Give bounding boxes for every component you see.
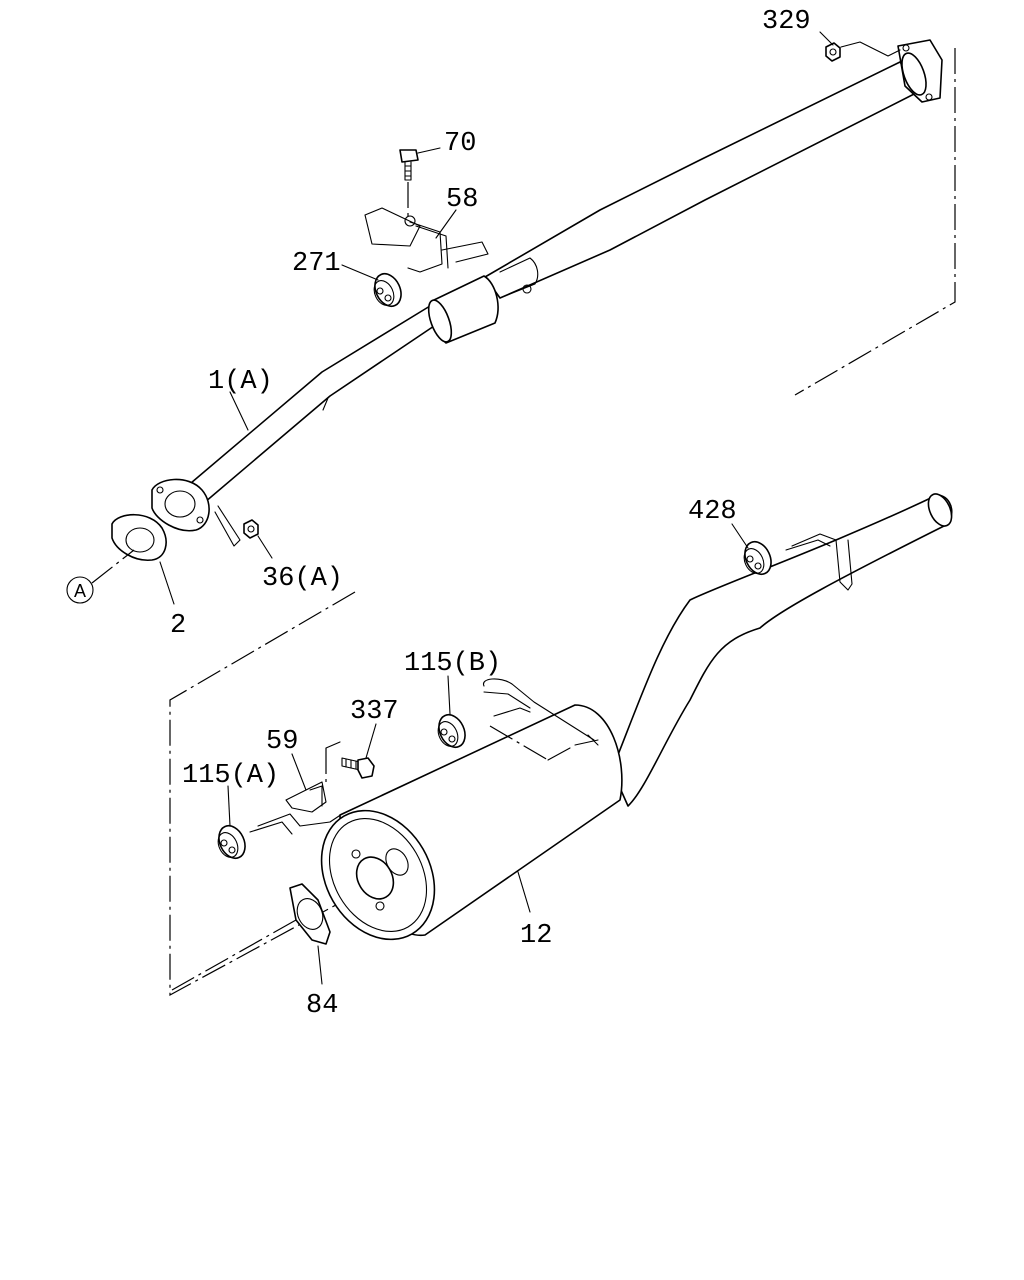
reference-a-label: A: [74, 581, 86, 601]
label-329: 329: [762, 7, 811, 37]
hanger-bracket-58: [364, 207, 489, 273]
bolt-70: [399, 149, 419, 218]
upper-frame-line: [794, 48, 956, 396]
front-pipe: [177, 39, 943, 509]
rubber-mount-115b: [437, 713, 466, 749]
label-58: 58: [446, 185, 478, 215]
bolt-337: [341, 757, 375, 779]
bracket-59: [249, 741, 343, 835]
front-flange: [151, 478, 210, 532]
label-115a: 115(A): [182, 761, 279, 791]
rubber-mount-115a: [217, 824, 246, 860]
tail-pipe: [611, 493, 953, 807]
label-115b: 115(B): [404, 649, 501, 679]
rubber-mount-271: [373, 272, 402, 308]
nut-329: [825, 41, 901, 62]
label-12: 12: [520, 921, 552, 951]
label-70: 70: [444, 129, 476, 159]
label-59: 59: [266, 727, 298, 757]
gasket-2: [111, 514, 167, 561]
label-428: 428: [688, 497, 737, 527]
lower-frame-line: [169, 591, 356, 997]
label-84: 84: [306, 991, 338, 1021]
label-2: 2: [170, 611, 186, 641]
label-1a: 1(A): [208, 367, 273, 397]
reference-a-marker: A: [66, 576, 94, 604]
label-36a: 36(A): [262, 564, 343, 594]
nut-36a: [214, 505, 259, 547]
gasket-84: [171, 883, 331, 991]
muffler-12: [320, 704, 623, 941]
label-271: 271: [292, 249, 341, 279]
label-337: 337: [350, 697, 399, 727]
rubber-mount-428: [743, 540, 772, 576]
muffler-hanger-bracket: [483, 678, 595, 761]
